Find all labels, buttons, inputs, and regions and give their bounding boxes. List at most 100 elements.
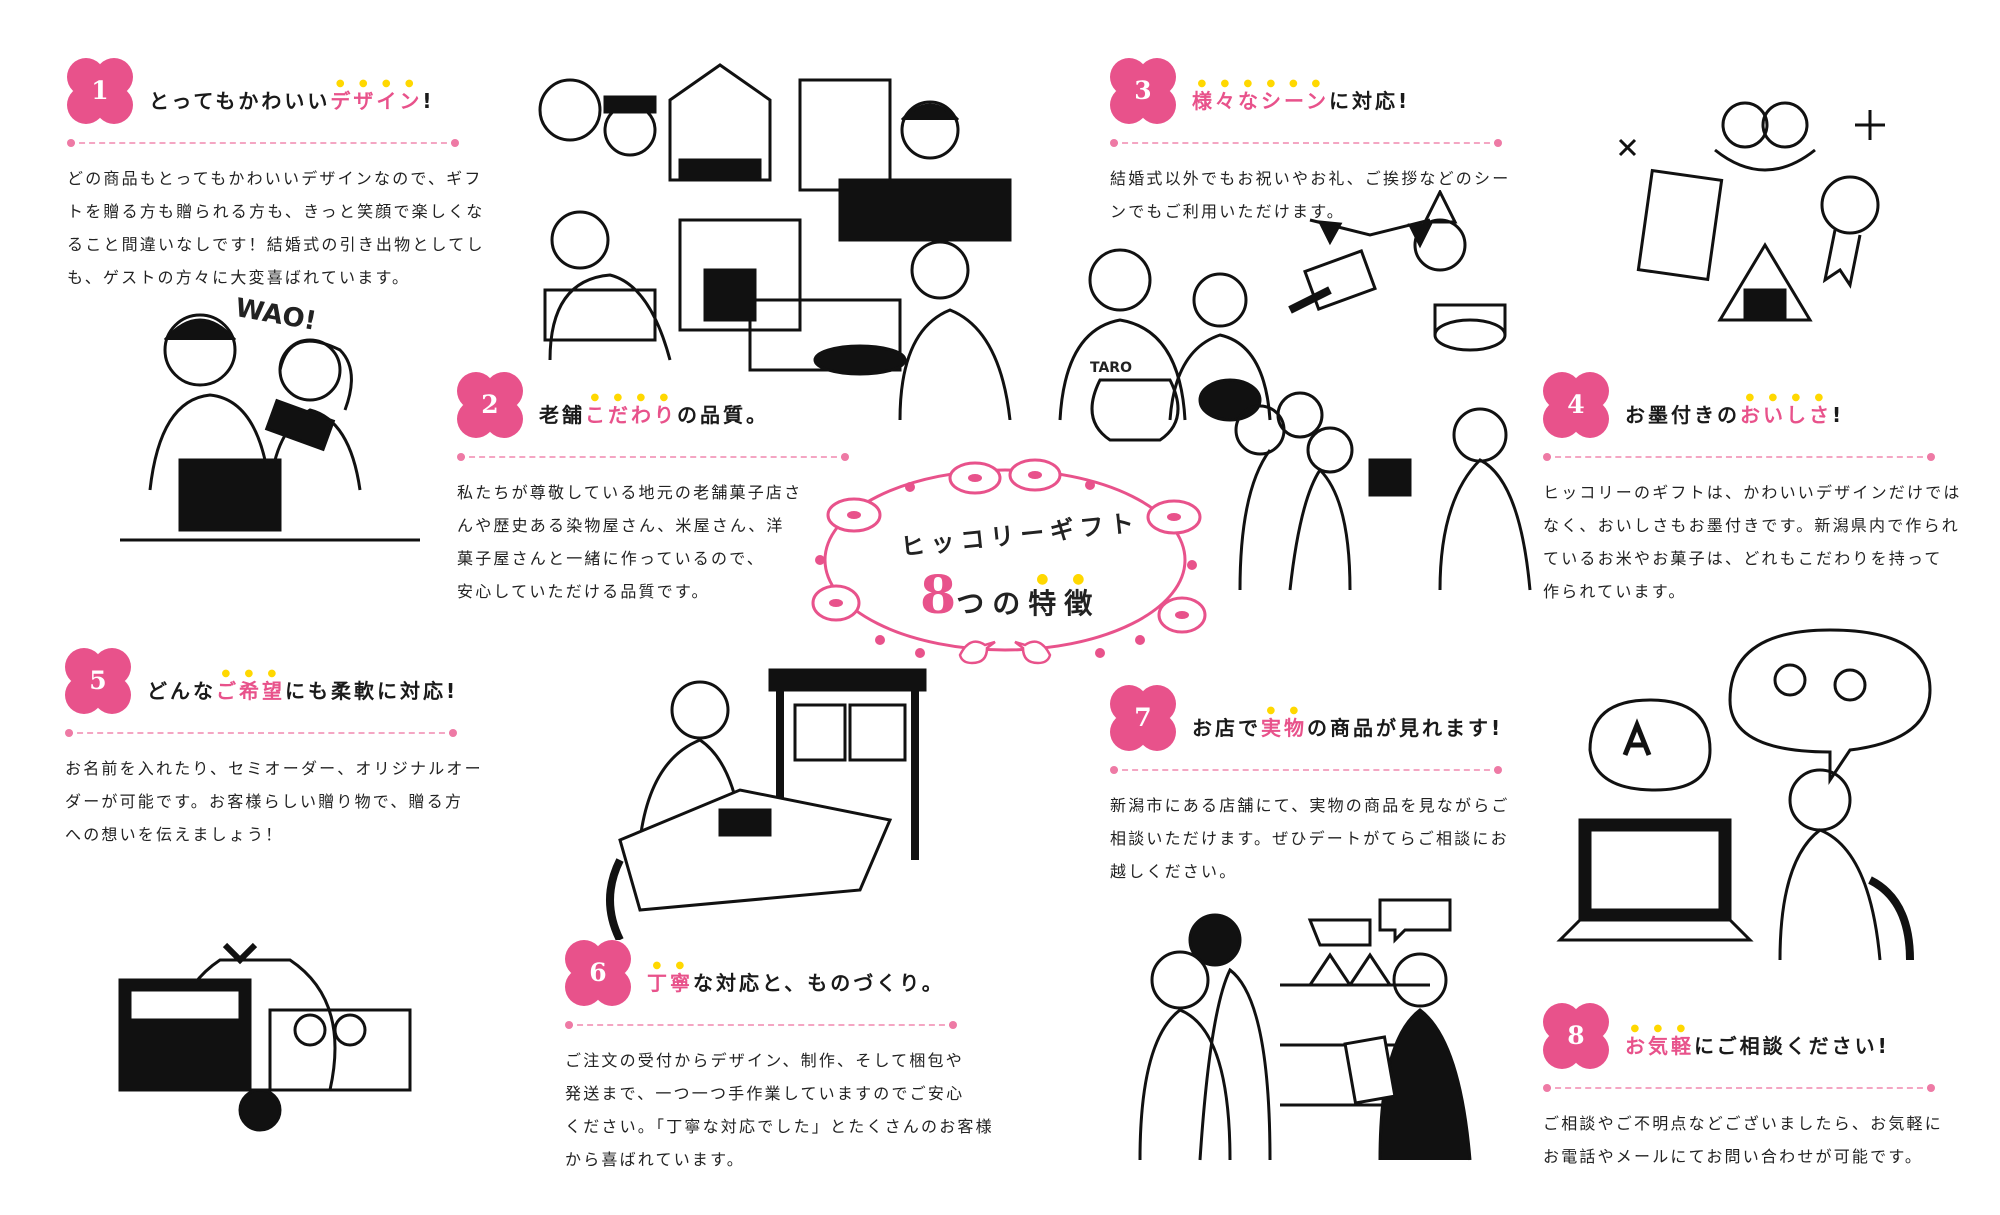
title-text: な対応と、ものづくり。 [693,971,945,995]
description-line: 発送まで、一つ一つ手作業していますのでご安心 [565,1084,965,1103]
number-badge: 8 [1543,1003,1609,1069]
feature-description: 新潟市にある店舗にて、実物の商品を見ながらご相談いただけます。ぜひデートがてらご… [1110,789,1530,888]
title-text: 老舗 [539,403,585,427]
feature-title: お墨付きのおいしさ! [1625,392,1844,428]
taro-lettering: TARO [1090,360,1132,376]
feature-description: ご相談やご不明点などございましたら、お気軽にお電話やメールにてお問い合わせが可能… [1543,1107,1963,1173]
description-line: ダーが可能です。お客様らしい贈り物で、贈る方 [65,792,464,811]
title-emphasis: 実物 [1261,716,1307,740]
description-line: への想いを伝えましょう！ [65,825,284,844]
badge-number: 4 [1567,390,1585,419]
badge-number: 3 [1134,76,1152,105]
badge-number: 1 [91,76,109,105]
description-line: 私たちが尊敬している地元の老舗菓子店さ [457,483,803,502]
number-badge: 3 [1110,58,1176,124]
online-consultation-illustration [1550,620,1940,1000]
description-line: 作られています。 [1543,582,1687,601]
title-emphasis: 丁寧 [647,971,693,995]
wreath-number: 8 [920,565,957,626]
number-badge: 1 [67,58,133,124]
number-badge: 4 [1543,372,1609,438]
description-line: ているお米やお菓子は、どれもこだわりを持って [1543,549,1943,568]
feature-title: 様々なシーンに対応! [1192,78,1410,114]
couple-gift-illustration: WAO! [120,290,420,570]
center-wreath: ヒッコリーギフト 8つの特徴 [800,455,1210,675]
description-line: ください。「丁寧な対応でした」とたくさんのお客様 [565,1117,994,1136]
description-line: 新潟市にある店舗にて、実物の商品を見ながらご [1110,796,1510,815]
title-text: ! [1832,403,1845,427]
description-line: ご注文の受付からデザイン、制作、そして梱包や [565,1051,964,1070]
description-line: 結婚式以外でもお祝いやお礼、ご挨拶などのシー [1110,169,1511,188]
description-line: ること間違いなしです！結婚式の引き出物としてし [67,235,485,254]
badge-number: 6 [589,958,607,987]
feature-title: とってもかわいいデザイン! [149,78,435,114]
dotted-divider [1543,453,1935,461]
award-illustration [1600,80,1910,350]
feature-description: 私たちが尊敬している地元の老舗菓子店さんや歴史ある染物屋さん、米屋さん、洋菓子屋… [457,476,877,608]
feature-title: お気軽にご相談ください! [1625,1023,1890,1059]
badge-number: 7 [1134,703,1152,732]
shop-consultation-illustration [1130,890,1490,1170]
badge-number: 8 [1567,1021,1585,1050]
feature-description: 結婚式以外でもお祝いやお礼、ご挨拶などのシーンでもご利用いただけます。 [1110,162,1530,228]
number-badge: 6 [565,940,631,1006]
feature-description: ヒッコリーのギフトは、かわいいデザインだけではなく、おいしさもお墨付きです。新潟… [1543,476,1963,608]
feature-title: 老舗こだわりの品質。 [539,392,769,428]
description-line: も、ゲストの方々に大変喜ばれています。 [67,268,411,287]
feature-title: お店で実物の商品が見れます! [1192,705,1503,741]
title-emphasis: ご希望 [216,679,285,703]
gift-boxes-illustration [110,860,420,1140]
description-line: トを贈る方も贈られる方も、きっと笑顔で楽しくな [67,202,485,221]
description-line: ご相談やご不明点などございましたら、お気軽に [1543,1114,1943,1133]
description-line: どの商品もとってもかわいいデザインなので、ギフ [67,169,483,188]
number-badge: 2 [457,372,523,438]
title-text: の商品が見れます! [1307,716,1504,740]
shop-makers-illustration [530,40,1030,421]
feature-description: どの商品もとってもかわいいデザインなので、ギフトを贈る方も贈られる方も、きっと笑… [67,162,487,294]
number-badge: 7 [1110,685,1176,751]
title-emphasis: おいしさ [1740,403,1832,427]
title-text: ! [422,89,435,113]
title-text: とってもかわいい [149,89,331,113]
number-badge: 5 [65,648,131,714]
dotted-divider [67,139,459,147]
title-text: どんな [147,679,216,703]
title-emphasis: 様々なシーン [1192,89,1329,113]
flower-wreath-icon [811,458,1207,665]
title-text: お墨付きの [1625,403,1740,427]
title-text: お店で [1192,716,1261,740]
description-line: ヒッコリーのギフトは、かわいいデザインだけでは [1543,483,1962,502]
description-line: お名前を入れたり、セミオーダー、オリジナルオー [65,759,483,778]
feature-description: ご注文の受付からデザイン、制作、そして梱包や発送まで、一つ一つ手作業していますの… [565,1044,994,1176]
description-line: 相談いただけます。ぜひデートがてらご相談にお [1110,829,1509,848]
title-emphasis: こだわり [585,403,677,427]
description-line: お電話やメールにてお問い合わせが可能です。 [1543,1147,1924,1166]
description-line: 安心していただける品質です。 [457,582,710,601]
description-line: んや歴史ある染物屋さん、米屋さん、洋 [457,516,785,535]
title-text: に対応! [1329,89,1411,113]
title-text: の品質。 [677,403,769,427]
scenes-illustration: TARO [1040,188,1540,600]
description-line: 越しください。 [1110,862,1238,881]
title-text: にご相談ください! [1694,1034,1890,1058]
dotted-divider [1110,139,1502,147]
title-text: にも柔軟に対応! [285,679,459,703]
title-emphasis: お気軽 [1625,1034,1694,1058]
description-line: なく、おいしさもお墨付きです。新潟県内で作られ [1543,516,1961,535]
feature-title: 丁寧な対応と、ものづくり。 [647,960,945,996]
feature-description: お名前を入れたり、セミオーダー、オリジナルオーダーが可能です。お客様らしい贈り物… [65,752,485,851]
dotted-divider [1543,1084,1935,1092]
title-emphasis: デザイン [330,89,423,113]
packing-worker-illustration [600,660,940,942]
dotted-divider [1110,766,1502,774]
dotted-divider [457,453,849,461]
feature-title: どんなご希望にも柔軟に対応! [147,668,458,704]
dotted-divider [65,729,457,737]
dotted-divider [565,1021,957,1029]
badge-number: 2 [481,390,499,419]
description-line: ンでもご利用いただけます。 [1110,202,1346,221]
description-line: から喜ばれています。 [565,1150,745,1169]
wreath-title: 8つの特徴 [920,565,1100,626]
wreath-title-text: つの特徴 [956,587,1101,620]
badge-number: 5 [89,666,107,695]
